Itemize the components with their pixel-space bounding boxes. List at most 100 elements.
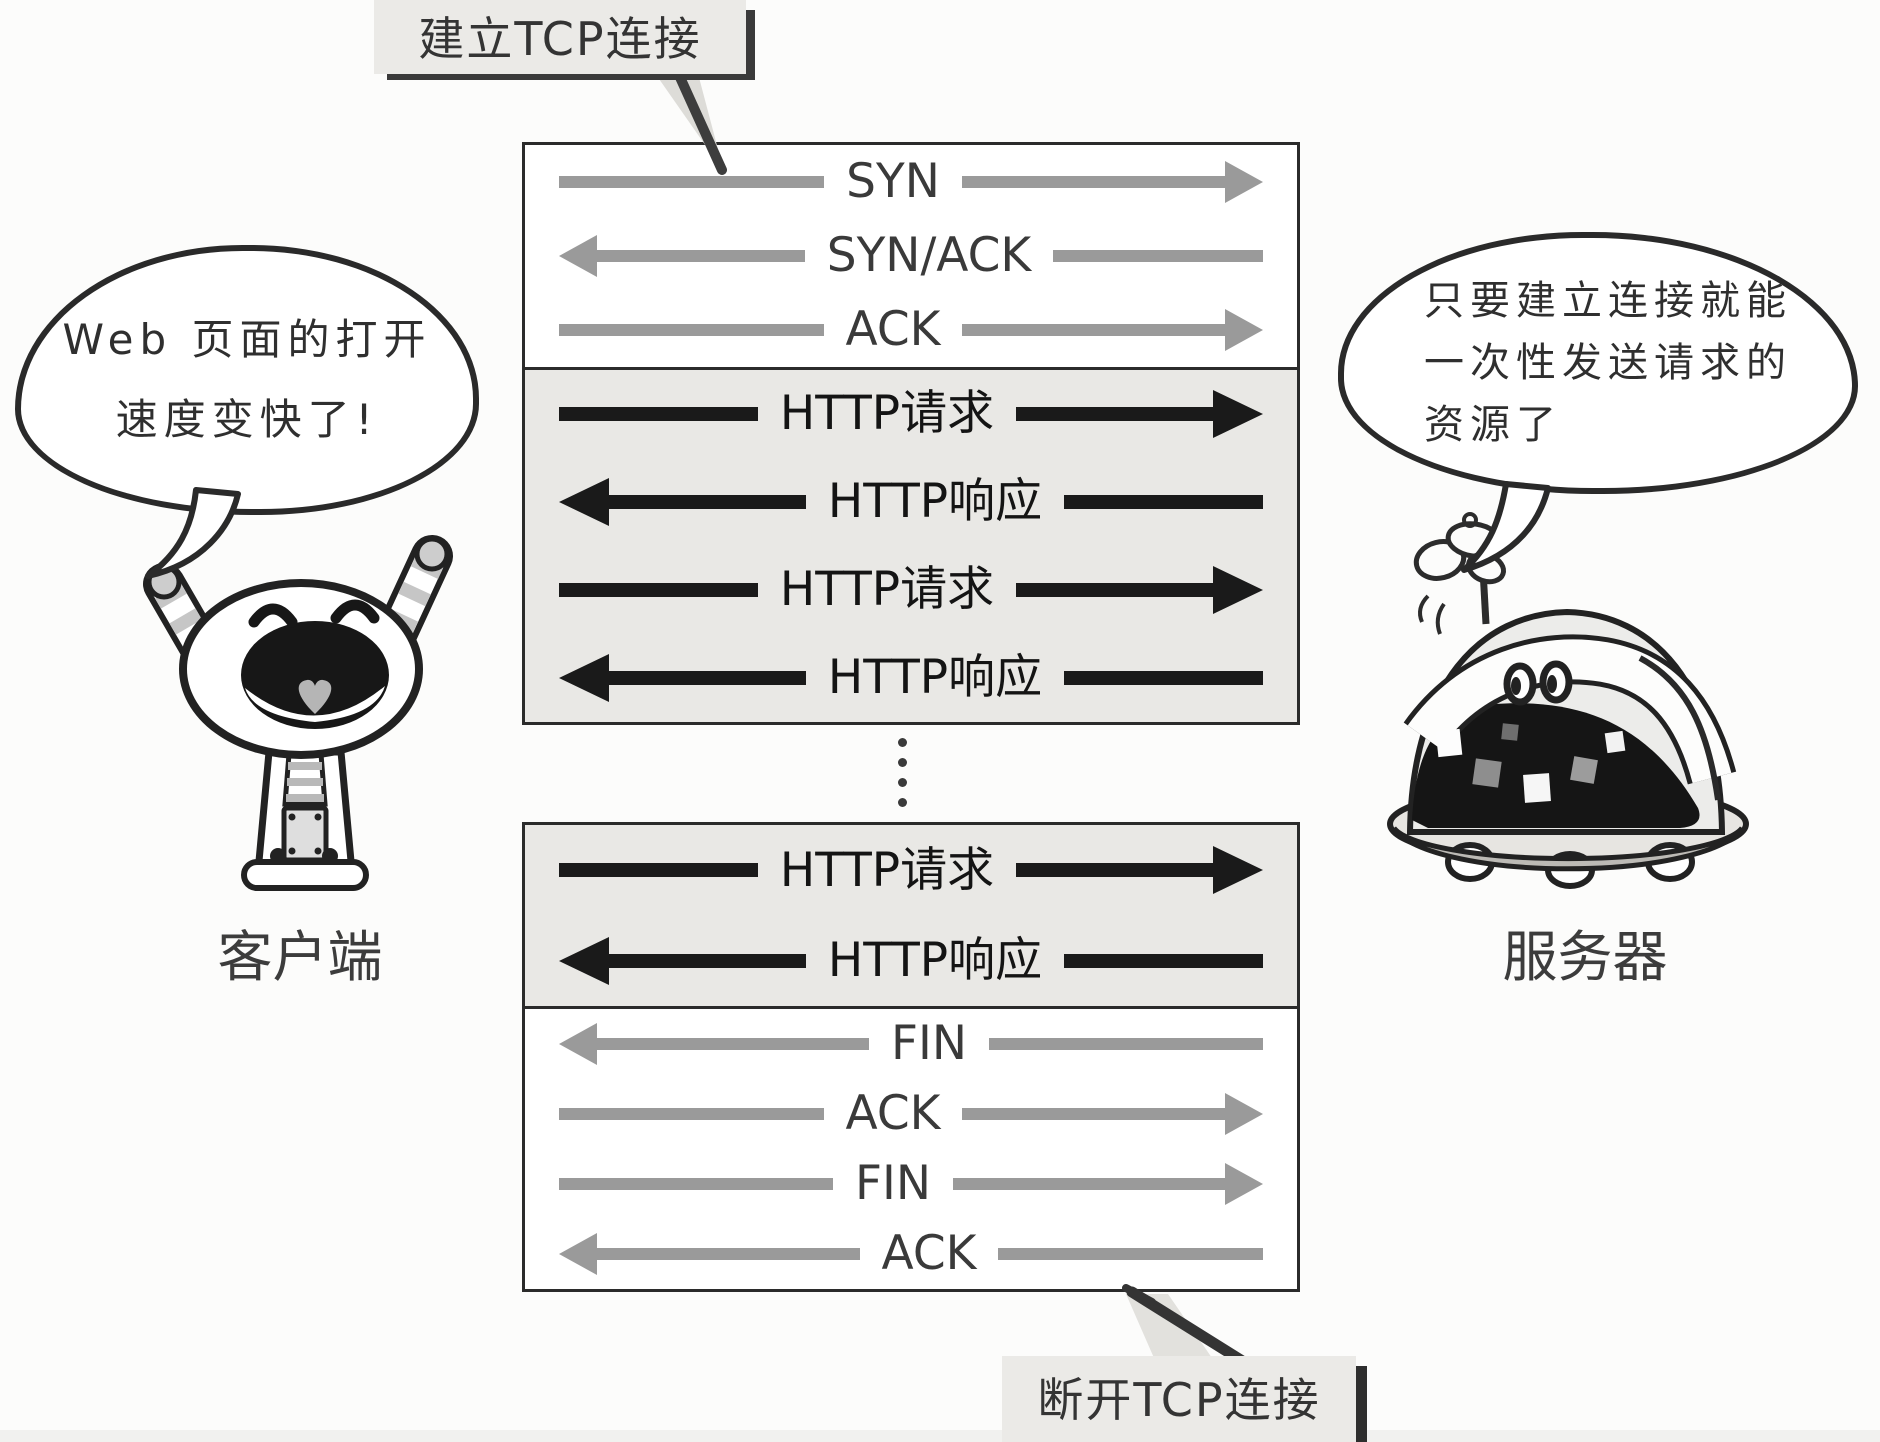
arrow-label: FIN — [854, 1156, 932, 1212]
server-band-line — [1638, 655, 1721, 801]
arrow-line — [607, 671, 806, 685]
arrow-right-icon — [1213, 390, 1263, 438]
arrow-line — [1064, 495, 1263, 509]
server-robot-illustration — [1387, 512, 1749, 889]
arrow-line — [1016, 407, 1215, 421]
arrow-line — [607, 953, 806, 968]
arrow-label: HTTP请求 — [779, 386, 995, 442]
arrow-row-ack: ACK — [525, 302, 1297, 358]
arrow-line — [559, 863, 758, 878]
arrow-line — [559, 1108, 824, 1120]
arrow-line — [559, 1178, 833, 1190]
arrow-line — [989, 1038, 1263, 1050]
robot-arm-right — [375, 535, 453, 655]
arrow-row-http-response: HTTP响应 — [525, 936, 1297, 985]
server-speech-line: 一次性发送请求的 — [1424, 340, 1792, 386]
arrow-line — [962, 1108, 1227, 1120]
robot-heart — [298, 679, 332, 714]
arrow-left-icon — [559, 936, 609, 985]
arrow-label: HTTP请求 — [779, 562, 995, 618]
arrow-line — [998, 1248, 1263, 1260]
arrow-row-syn: SYN — [525, 154, 1297, 210]
arrow-row-http-request: HTTP请求 — [525, 386, 1297, 442]
robot-eye-left — [248, 603, 298, 628]
server-speech-line: 资源了 — [1424, 402, 1562, 448]
arrow-right-icon — [1213, 846, 1263, 895]
arrow-line — [595, 1038, 869, 1050]
arrow-row-ack: ACK — [525, 1086, 1297, 1142]
server-saucer-rim — [1391, 826, 1745, 872]
arrow-label: ACK — [881, 1226, 977, 1282]
arrow-right-icon — [1225, 161, 1264, 203]
http-exchange-section-2: HTTP请求 HTTP响应 — [525, 825, 1297, 1006]
page-scan-edge — [0, 1430, 1880, 1442]
arrow-right-icon — [1225, 1163, 1263, 1205]
arrow-line — [961, 176, 1228, 188]
arrow-line — [1016, 863, 1215, 878]
callout-bottom-tail-icon — [1122, 1284, 1250, 1368]
arrow-line — [559, 324, 824, 336]
callout-close-tcp-text: 断开TCP连接 — [1037, 1373, 1321, 1427]
arrow-label: HTTP响应 — [827, 933, 1043, 989]
arrow-line — [1064, 671, 1263, 685]
server-eyes — [1503, 660, 1573, 706]
arrow-line — [953, 1178, 1227, 1190]
arrow-row-fin: FIN — [525, 1016, 1297, 1072]
arrow-line — [559, 176, 825, 188]
arrow-left-icon — [559, 654, 609, 702]
arrow-row-syn-ack: SYN/ACK — [525, 228, 1297, 284]
arrow-label: HTTP响应 — [827, 650, 1043, 706]
arrow-row-http-request: HTTP请求 — [525, 845, 1297, 895]
tcp-teardown-section: FIN ACK FIN ACK — [525, 1006, 1297, 1289]
robot-eye-right — [330, 599, 380, 624]
client-label: 客户端 — [217, 925, 383, 989]
server-label: 服务器 — [1502, 925, 1668, 989]
arrow-left-icon — [559, 235, 597, 277]
client-speech-bubble: Web 页面的打开 速度变快了! — [15, 245, 479, 515]
client-speech-line: Web 页面的打开 — [62, 315, 432, 365]
arrow-row-http-response: HTTP响应 — [525, 650, 1297, 706]
arrow-line — [607, 495, 806, 509]
arrow-row-ack: ACK — [525, 1226, 1297, 1282]
arrow-left-icon — [559, 1233, 597, 1275]
arrow-label: SYN — [846, 154, 940, 210]
arrow-line — [1016, 583, 1215, 597]
server-speech-line: 只要建立连接就能 — [1424, 278, 1792, 324]
arrow-label: ACK — [845, 302, 941, 358]
arrow-label: SYN/ACK — [826, 228, 1032, 284]
callout-establish-tcp-text: 建立TCP连接 — [418, 12, 702, 66]
arrow-row-http-response: HTTP响应 — [525, 474, 1297, 530]
sequence-box-top: SYN SYN/ACK ACK HTTP请求 — [522, 142, 1300, 725]
sequence-box-bottom: HTTP请求 HTTP响应 FIN ACK — [522, 822, 1300, 1292]
arrow-line — [1064, 953, 1263, 968]
callout-establish-tcp: 建立TCP连接 — [374, 0, 746, 74]
arrow-left-icon — [559, 478, 609, 526]
server-antenna — [1413, 512, 1506, 635]
robot-foot-bar — [241, 859, 369, 891]
http-exchange-section-1: HTTP请求 HTTP响应 HTTP请求 HTTP响应 — [525, 367, 1297, 722]
arrow-label: ACK — [845, 1086, 941, 1142]
arrow-line — [1053, 250, 1264, 262]
arrow-right-icon — [1225, 1093, 1263, 1135]
server-light-squares — [1435, 723, 1626, 803]
arrow-right-icon — [1213, 566, 1263, 614]
robot-chin — [245, 686, 385, 722]
client-speech-line: 速度变快了! — [115, 395, 379, 444]
tcp-handshake-section: SYN SYN/ACK ACK — [525, 145, 1297, 367]
arrow-row-fin: FIN — [525, 1156, 1297, 1212]
server-speech-bubble: 只要建立连接就能 一次性发送请求的 资源了 — [1338, 232, 1858, 494]
server-face — [1412, 703, 1700, 828]
arrow-line — [595, 1248, 860, 1260]
arrow-label: FIN — [890, 1016, 968, 1072]
arrow-label: HTTP响应 — [827, 474, 1043, 530]
arrow-line — [559, 407, 758, 421]
arrow-line — [962, 324, 1227, 336]
ellipsis-dots — [898, 738, 907, 807]
robot-mouth — [241, 621, 389, 729]
callout-close-tcp: 断开TCP连接 — [1002, 1356, 1356, 1442]
arrow-right-icon — [1225, 309, 1263, 351]
server-band — [1407, 639, 1732, 784]
arrow-line — [595, 250, 805, 262]
arrow-row-http-request: HTTP请求 — [525, 562, 1297, 618]
